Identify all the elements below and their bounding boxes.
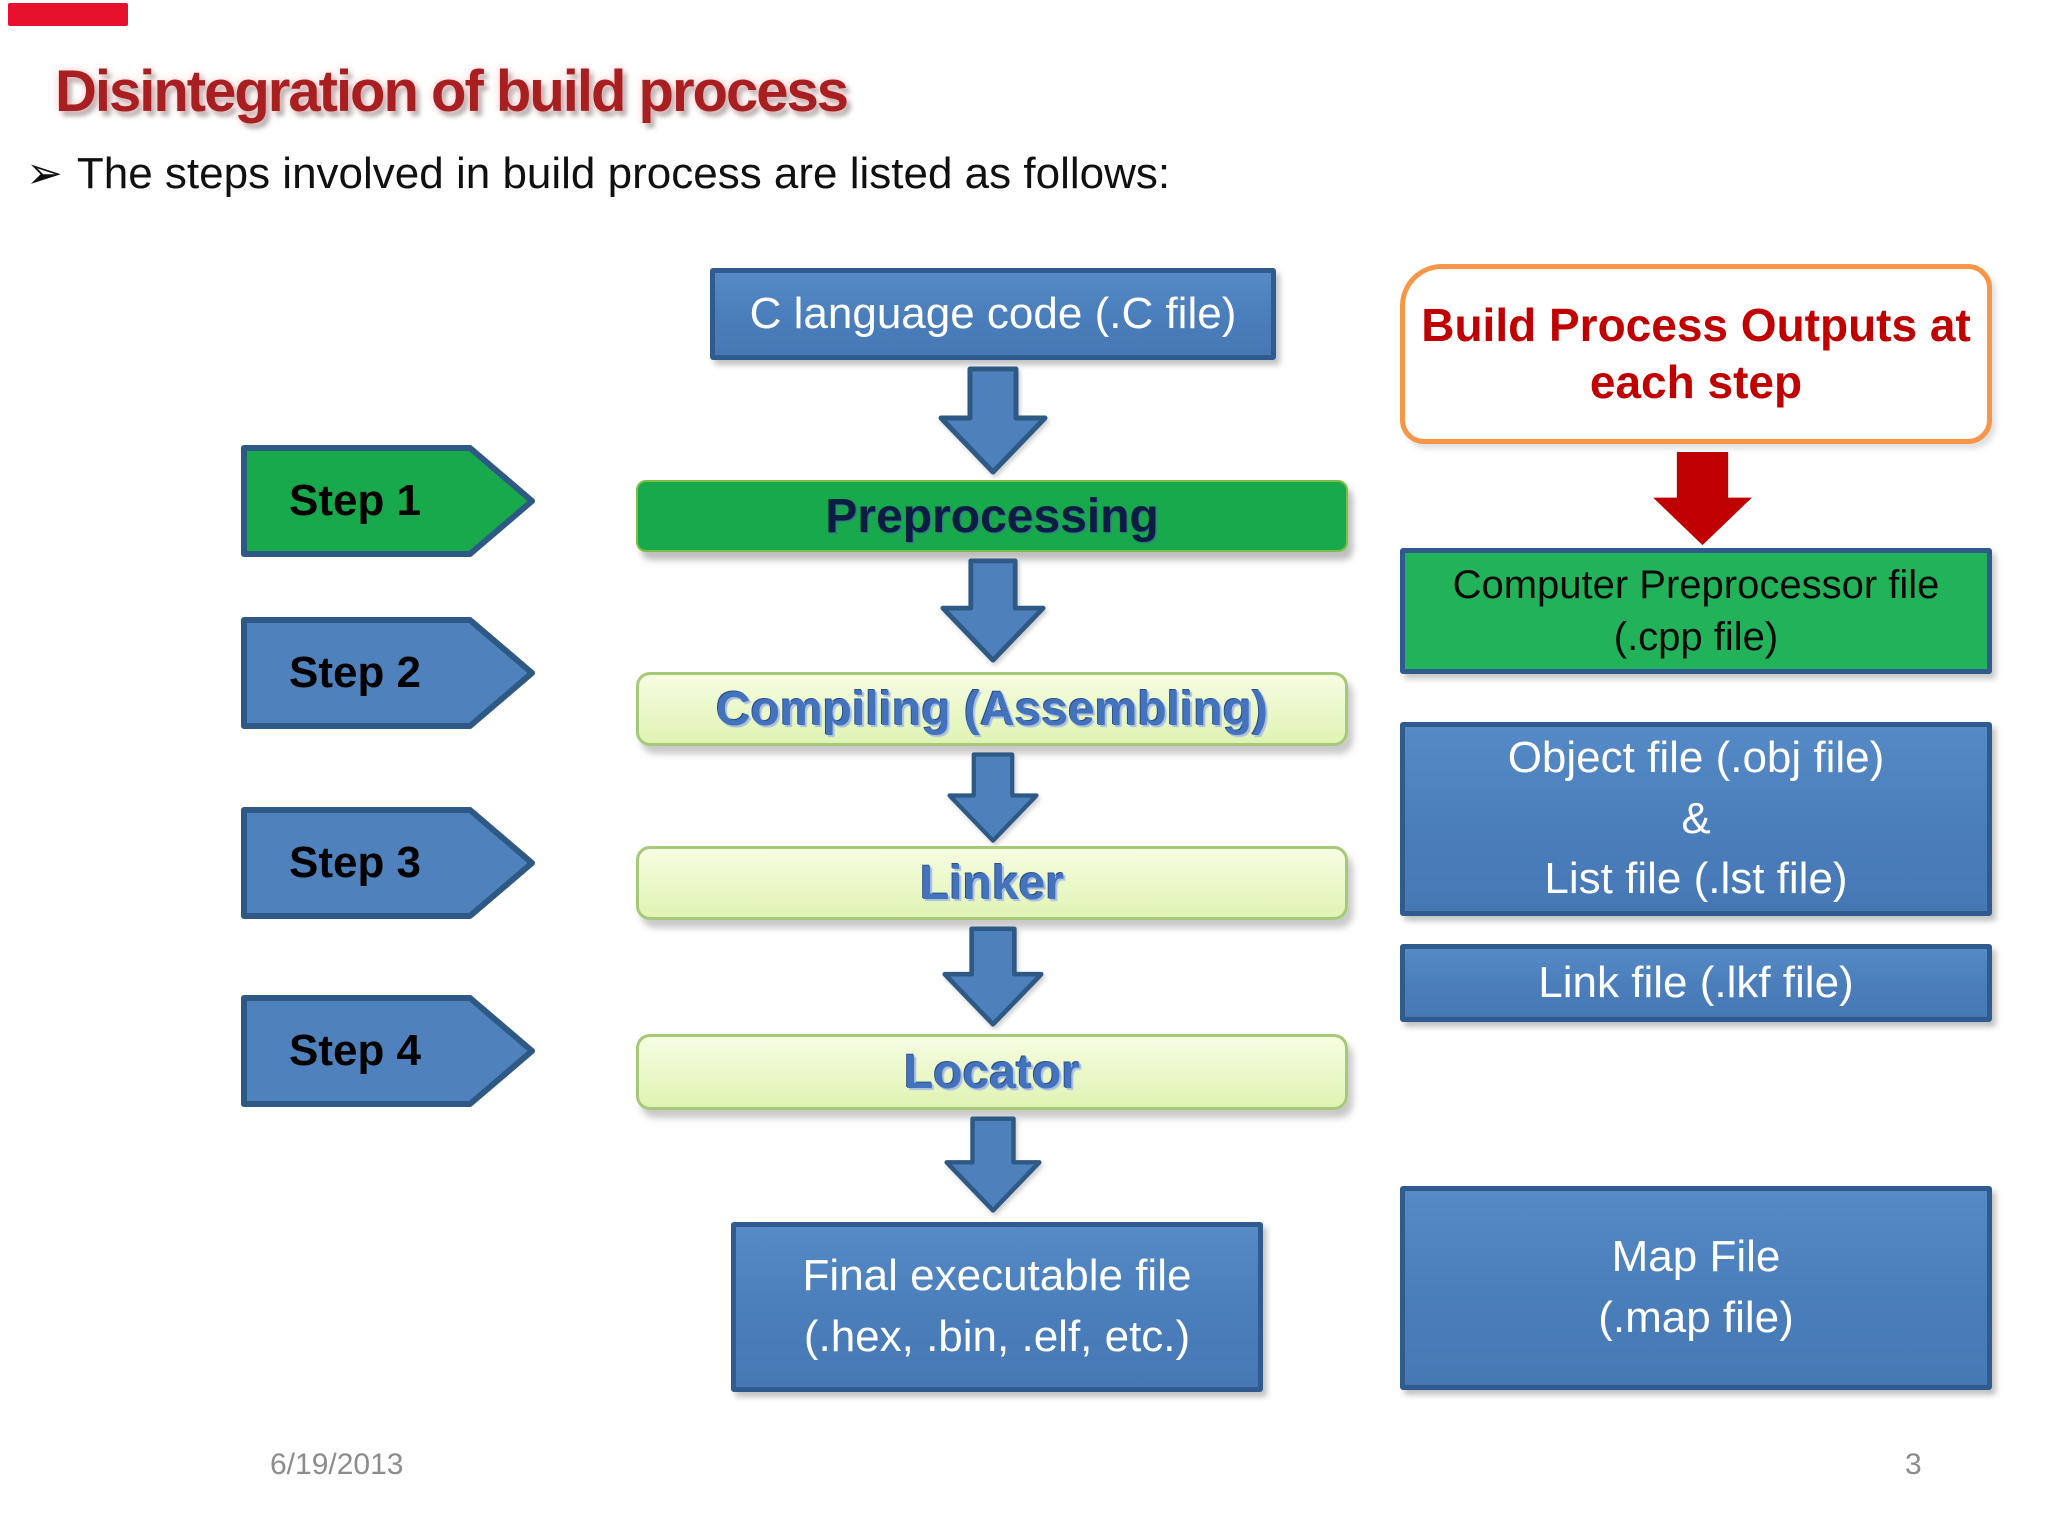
object-file-output-box: Object file (.obj file) & List file (.ls… — [1400, 722, 1992, 916]
page-title: Disintegration of build process — [55, 59, 849, 124]
step-1-label: Step 1 — [288, 476, 422, 525]
outputs-header-line1: Build Process Outputs at — [1421, 298, 1971, 351]
locator-box: Locator — [636, 1034, 1348, 1110]
right-arrow-shape-icon — [241, 617, 535, 729]
bullet-text: The steps involved in build process are … — [76, 149, 1171, 198]
object-file-line2: & — [1681, 793, 1711, 843]
step-4-arrow: Step 4 — [240, 994, 536, 1108]
step-2-arrow: Step 2 — [240, 616, 536, 730]
down-arrow-icon — [947, 752, 1039, 843]
right-arrow-shape-icon — [241, 445, 535, 557]
link-file-output-box: Link file (.lkf file) — [1400, 944, 1992, 1022]
final-executable-line1: Final executable file — [802, 1251, 1192, 1301]
down-arrow-icon — [940, 558, 1046, 663]
preprocessor-output-box: Computer Preprocessor file (.cpp file) — [1400, 548, 1992, 674]
step-3-arrow: Step 3 — [240, 806, 536, 920]
link-file-line1: Link file (.lkf file) — [1538, 957, 1854, 1007]
preprocessor-output-line1: Computer Preprocessor file — [1452, 563, 1940, 607]
map-file-line2: (.map file) — [1598, 1293, 1794, 1342]
object-file-line3: List file (.lst file) — [1544, 854, 1848, 904]
bullet-arrow-icon: ➢ — [26, 149, 63, 198]
down-arrow-icon — [938, 366, 1048, 475]
c-source-box: C language code (.C file) — [710, 268, 1276, 360]
c-source-label: C language code (.C file) — [749, 288, 1237, 338]
preprocessor-output-line2: (.cpp file) — [1613, 615, 1779, 659]
bullet-line: ➢ The steps involved in build process are… — [26, 148, 1170, 199]
locator-label: Locator — [903, 1045, 1080, 1099]
outputs-header-box: Build Process Outputs at each step — [1400, 264, 1992, 444]
step-2-label: Step 2 — [288, 648, 422, 697]
right-arrow-shape-icon — [241, 995, 535, 1107]
down-arrow-icon — [942, 926, 1044, 1027]
right-arrow-shape-icon — [241, 807, 535, 919]
preprocessing-box: Preprocessing — [636, 480, 1348, 552]
step-3-label: Step 3 — [288, 838, 422, 887]
red-corner-marker — [8, 3, 128, 26]
linker-box: Linker — [636, 846, 1348, 920]
step-1-arrow: Step 1 — [240, 444, 536, 558]
linker-label: Linker — [919, 856, 1065, 910]
outputs-header-line2: each step — [1589, 356, 1803, 408]
footer-date: 6/19/2013 — [270, 1448, 404, 1481]
map-file-line1: Map File — [1611, 1232, 1781, 1282]
page-number: 3 — [1905, 1448, 1922, 1481]
red-down-arrow-icon — [1653, 452, 1752, 546]
step-4-label: Step 4 — [288, 1026, 422, 1075]
final-executable-line2: (.hex, .bin, .elf, etc.) — [803, 1312, 1191, 1361]
final-executable-box: Final executable file (.hex, .bin, .elf,… — [731, 1222, 1263, 1392]
compiling-label: Compiling (Assembling) — [716, 682, 1268, 736]
compiling-box: Compiling (Assembling) — [636, 672, 1348, 746]
preprocessing-label: Preprocessing — [825, 489, 1159, 543]
down-arrow-icon — [944, 1116, 1042, 1213]
object-file-line1: Object file (.obj file) — [1507, 732, 1885, 782]
map-file-output-box: Map File (.map file) — [1400, 1186, 1992, 1390]
